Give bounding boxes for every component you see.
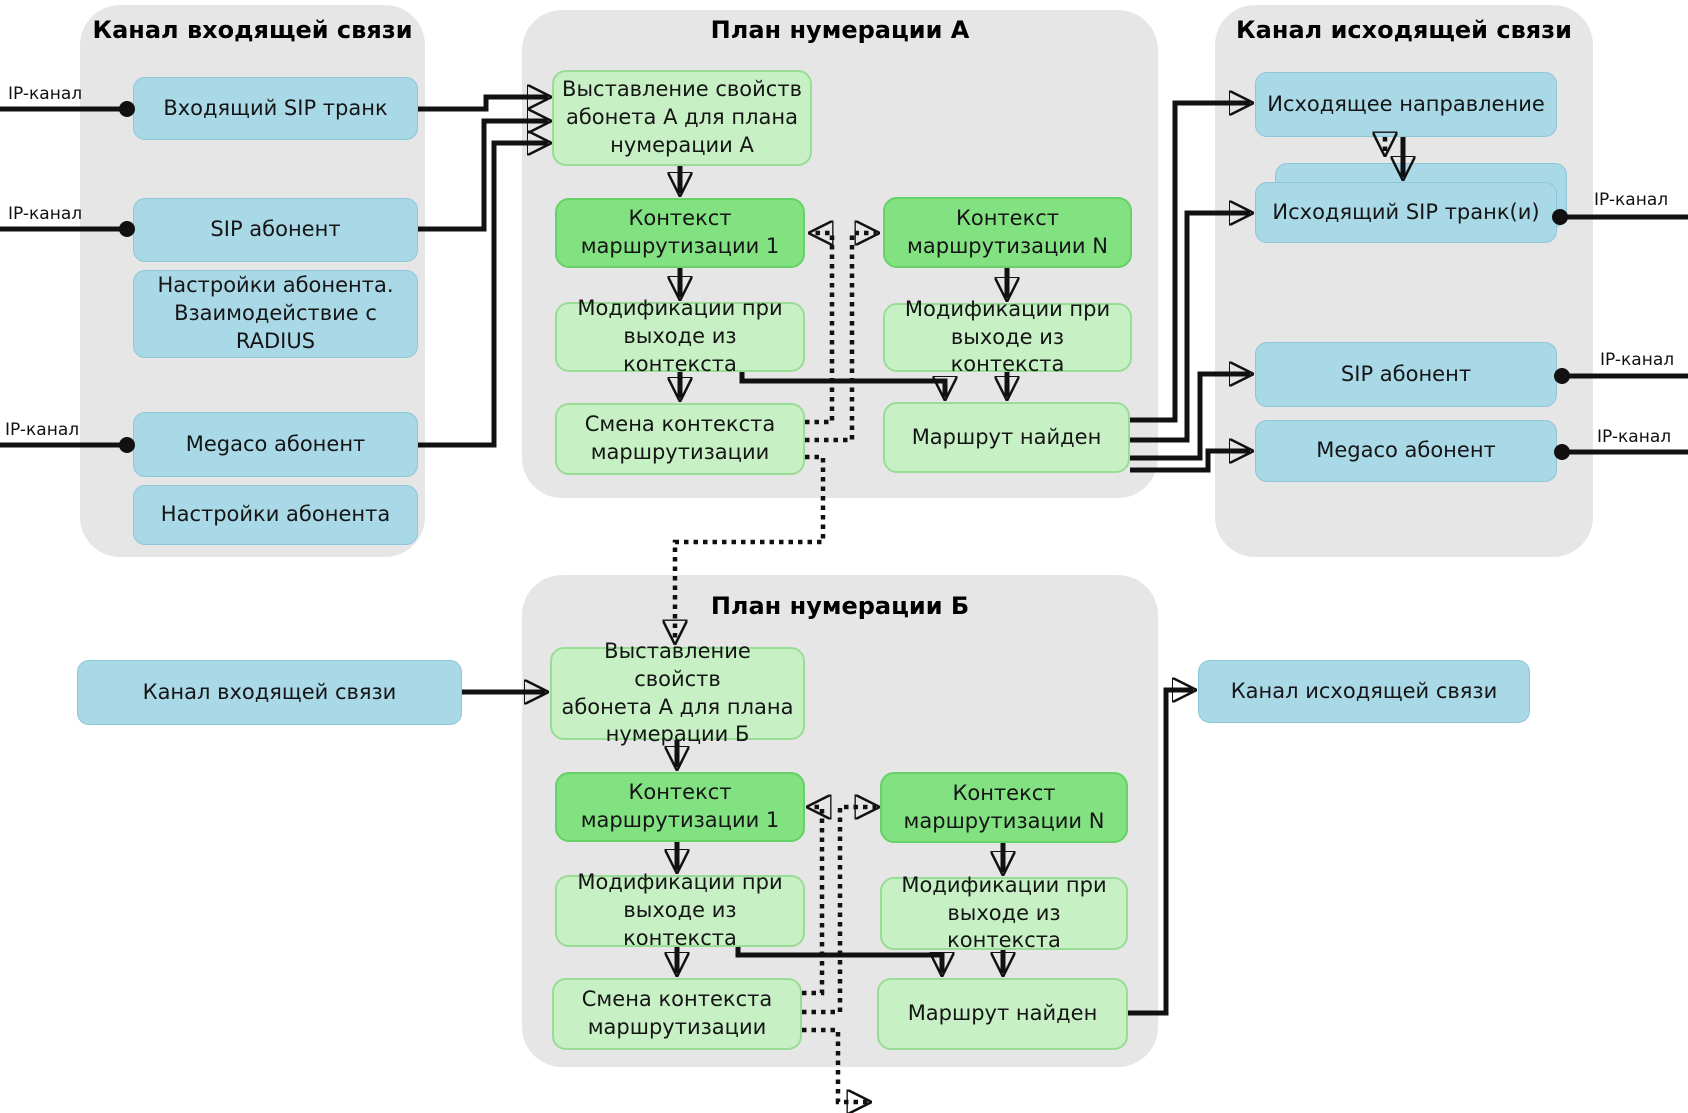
box-outgoing-sip-subscriber: SIP абонент [1255, 342, 1557, 407]
box-subscriber-settings-radius: Настройки абонента. Взаимодействие с RAD… [133, 270, 418, 358]
ip-channel-label-out-2: IP-канал [1600, 350, 1675, 370]
box-plan-b-route-found: Маршрут найден [877, 978, 1128, 1050]
box-external-outgoing-channel: Канал исходящей связи [1198, 660, 1530, 723]
box-plan-a-context-1: Контекст маршрутизации 1 [555, 198, 805, 268]
box-plan-a-set-properties: Выставление свойств абонета А для плана … [552, 70, 812, 166]
box-plan-b-modifications-1: Модификации при выходе из контекста [555, 870, 805, 950]
outgoing-channel-title: Канал исходящей связи [1236, 16, 1572, 44]
box-outgoing-megaco-subscriber: Megaco абонент [1255, 420, 1557, 482]
box-outgoing-sip-trunks: Исходящий SIP транк(и) [1255, 182, 1557, 243]
box-outgoing-direction: Исходящее направление [1255, 72, 1557, 137]
ip-channel-label-out-3: IP-канал [1597, 427, 1672, 447]
box-plan-a-modifications-n: Модификации при выходе из контекста [883, 297, 1132, 376]
plan-a-title: План нумерации А [710, 16, 970, 44]
box-plan-a-modifications-1: Модификации при выходе из контекста [555, 296, 805, 376]
ip-channel-label-in-2: IP-канал [8, 204, 83, 224]
box-incoming-sip-trunk: Входящий SIP транк [133, 77, 418, 140]
box-external-incoming-channel: Канал входящей связи [77, 660, 462, 725]
box-plan-b-context-n: Контекст маршрутизации N [880, 772, 1128, 843]
box-plan-b-context-change: Смена контекста маршрутизации [552, 978, 802, 1050]
box-plan-a-context-change: Смена контекста маршрутизации [555, 403, 805, 475]
box-plan-b-modifications-n: Модификации при выходе из контекста [880, 873, 1128, 952]
incoming-channel-title: Канал входящей связи [92, 16, 413, 44]
ip-channel-label-in-3: IP-канал [5, 420, 80, 440]
box-subscriber-settings: Настройки абонента [133, 485, 418, 545]
box-incoming-sip-subscriber: SIP абонент [133, 198, 418, 262]
box-incoming-megaco-subscriber: Megaco абонент [133, 412, 418, 477]
box-plan-a-context-n: Контекст маршрутизации N [883, 197, 1132, 268]
box-plan-b-set-properties: Выставление свойств абонета А для плана … [550, 639, 805, 746]
plan-b-title: План нумерации Б [710, 592, 970, 620]
box-plan-a-route-found: Маршрут найден [883, 402, 1130, 473]
ip-channel-label-in-1: IP-канал [8, 84, 83, 104]
box-plan-b-context-1: Контекст маршрутизации 1 [555, 772, 805, 842]
ip-channel-label-out-1: IP-канал [1594, 190, 1669, 210]
